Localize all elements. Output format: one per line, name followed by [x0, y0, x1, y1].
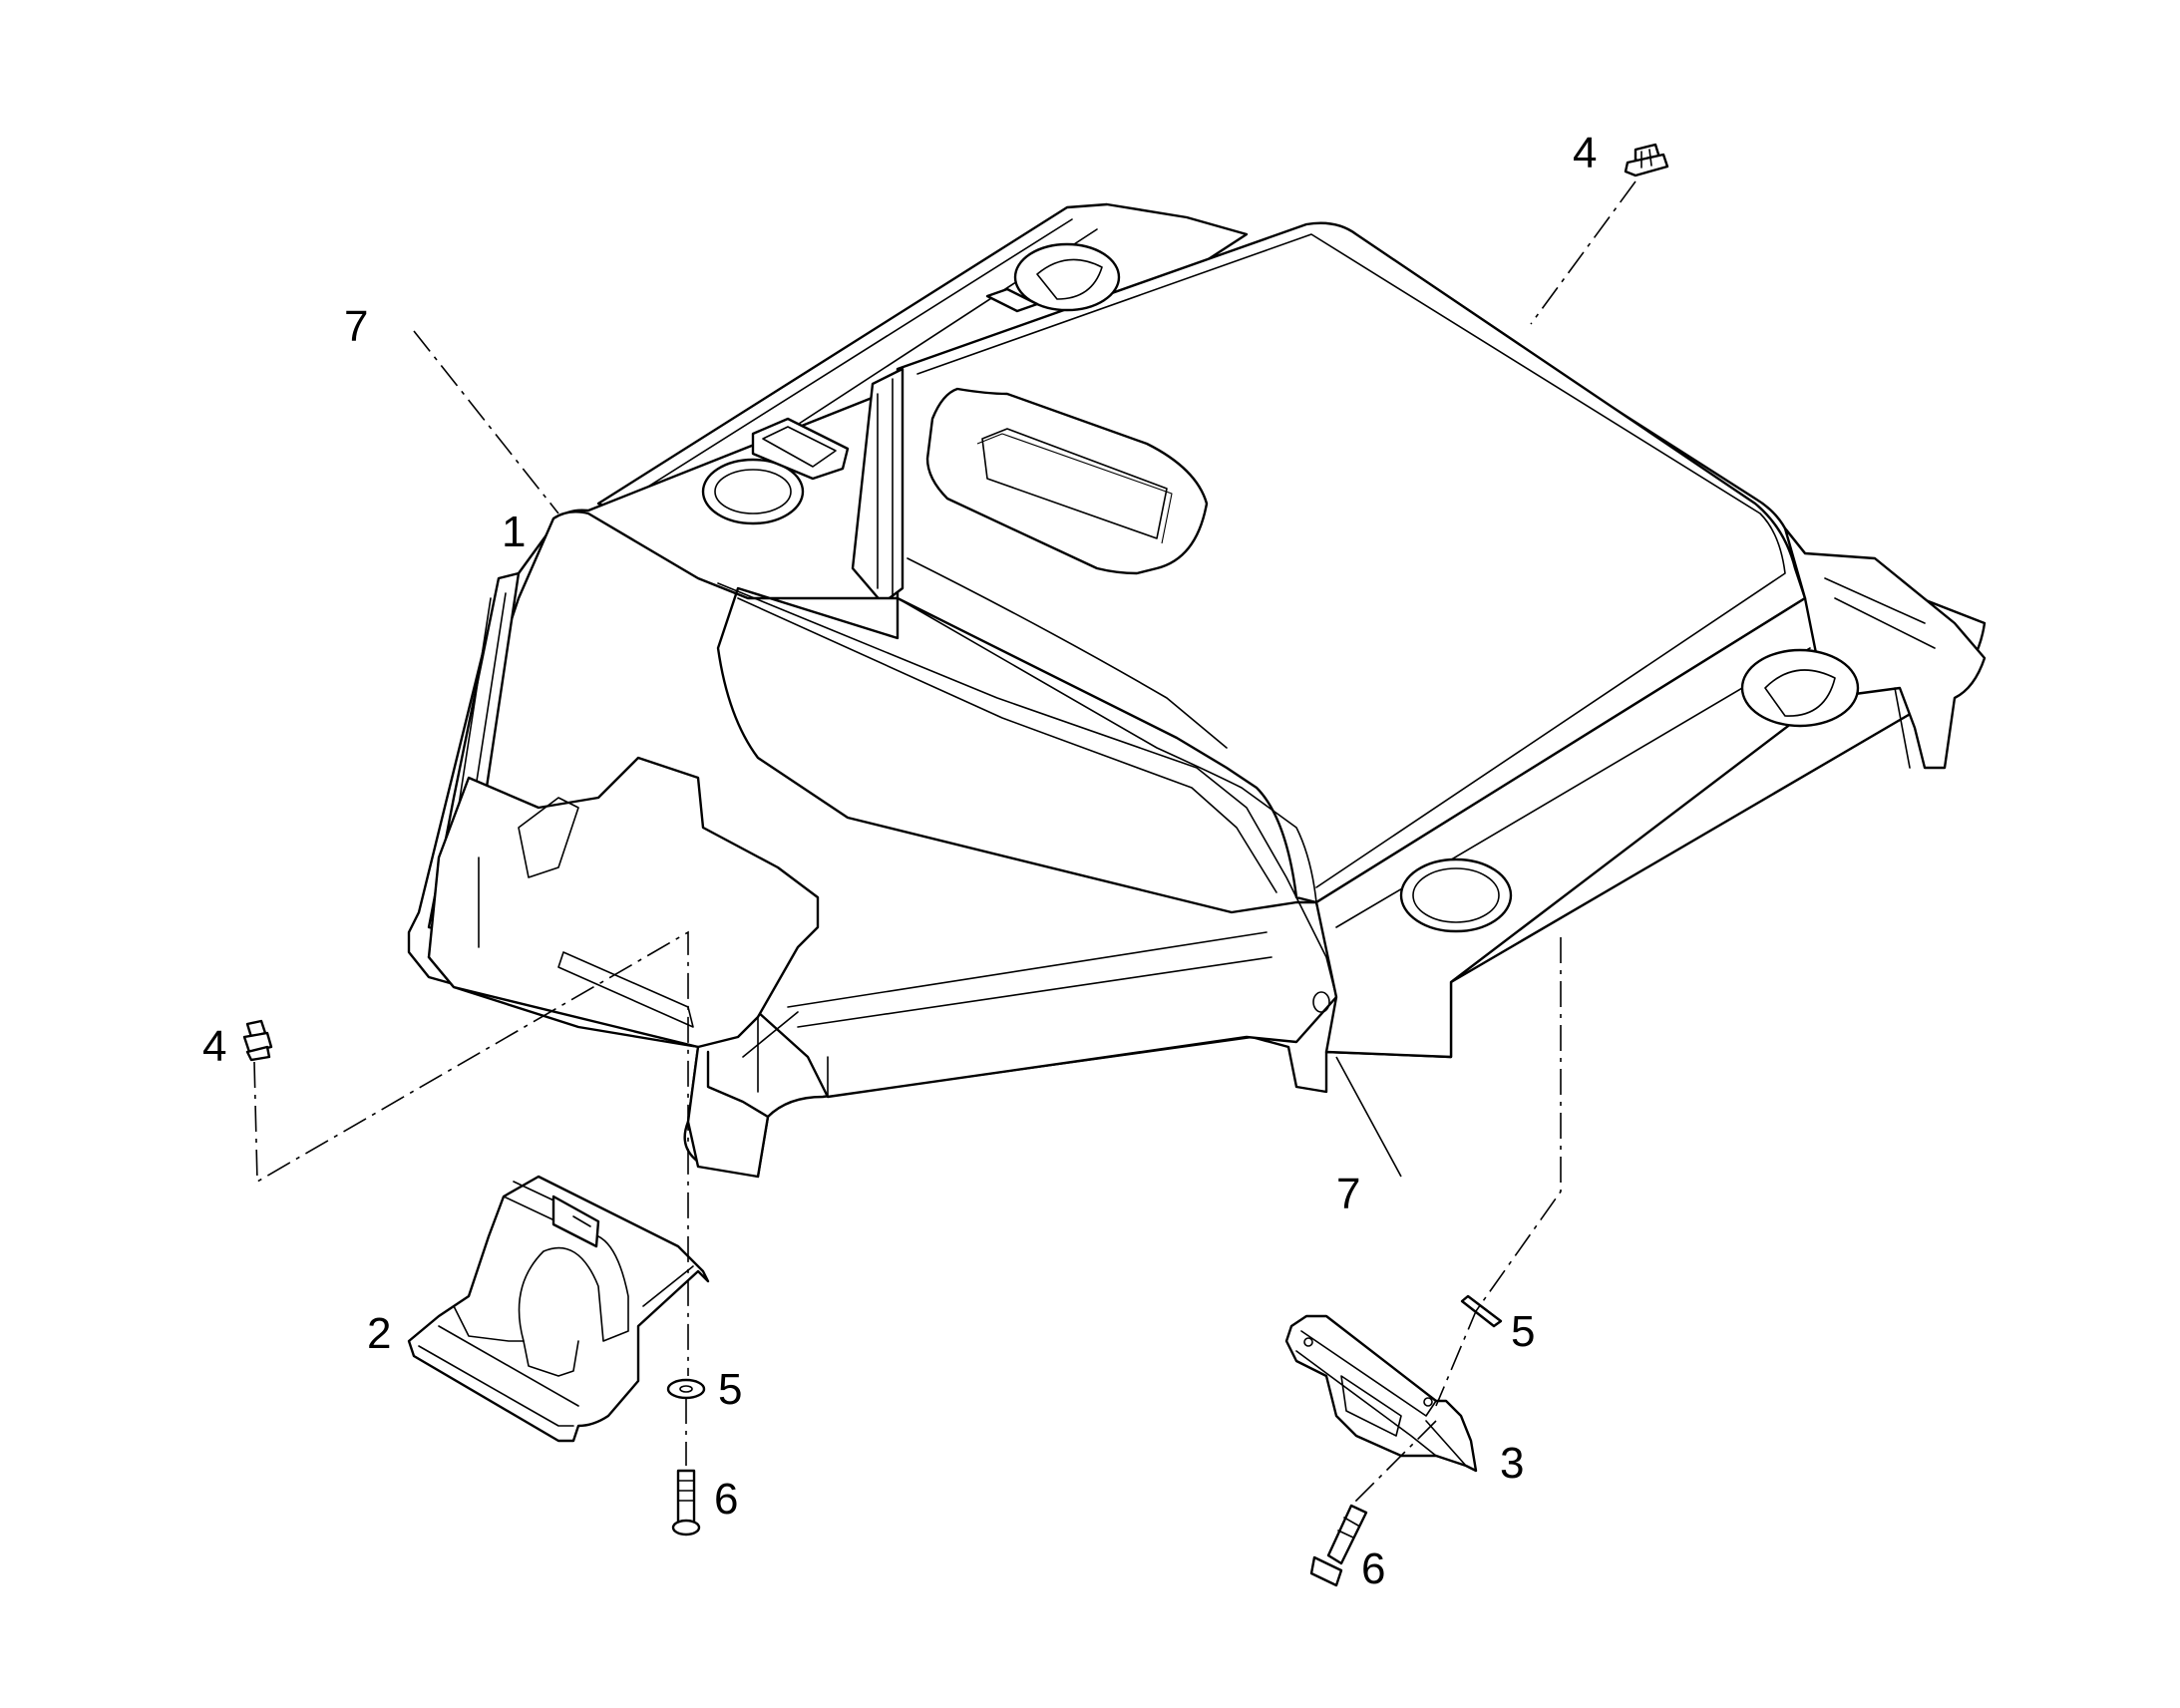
callout-4-left: 4	[202, 1022, 226, 1071]
part-3-bracket	[1284, 1314, 1478, 1473]
callout-4-top: 4	[1573, 129, 1597, 177]
part-4-plug-top	[1624, 143, 1669, 177]
leader-lines	[253, 180, 1636, 1507]
part-6-screw-right	[1309, 1504, 1368, 1587]
callout-7-bottom: 7	[1336, 1170, 1360, 1218]
part-1-cover-panel	[407, 202, 1987, 1179]
callout-5-left: 5	[718, 1365, 742, 1414]
callout-labels: 1 2 3 4 4 5 5 6 6 7 7	[202, 129, 1597, 1593]
part-2-bracket	[407, 1175, 710, 1443]
callout-7-top: 7	[344, 302, 368, 351]
part-5-washer-left	[666, 1378, 706, 1400]
part-5-washer-right	[1460, 1294, 1503, 1328]
callout-1: 1	[502, 508, 526, 556]
part-6-screw-left	[671, 1469, 701, 1537]
callout-3: 3	[1500, 1439, 1524, 1488]
part-4-plug-left	[242, 1019, 273, 1062]
callout-6-left: 6	[714, 1475, 738, 1524]
callout-6-right: 6	[1361, 1544, 1385, 1593]
callout-5-right: 5	[1511, 1307, 1535, 1356]
callout-2: 2	[367, 1309, 391, 1358]
